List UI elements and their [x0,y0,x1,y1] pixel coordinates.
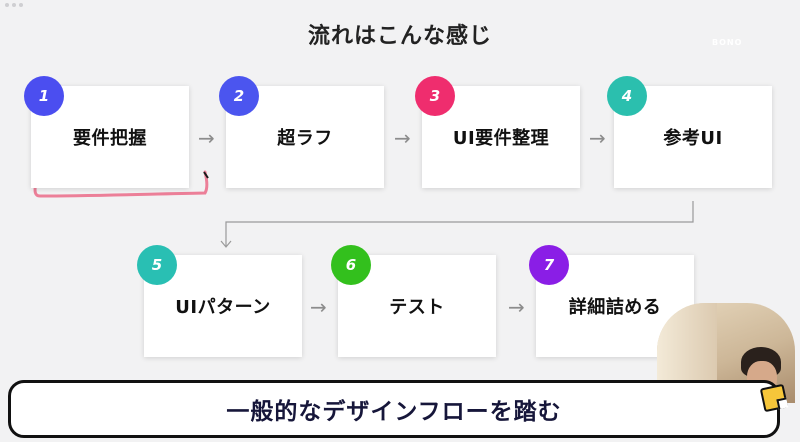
arrow-right-icon: → [394,126,411,150]
step-label: UI要件整理 [452,128,550,149]
arrow-right-icon: → [589,126,606,150]
folder-icon [759,383,789,413]
step-number-badge: 2 [219,76,259,116]
step-number-badge: 6 [331,245,371,285]
caption-text: 一般的なデザインフローを踏む [226,399,562,425]
step-label: テスト [389,297,445,318]
arrow-right-icon: → [198,126,215,150]
step-label: 要件把握 [73,128,147,149]
window-dot [5,3,9,7]
brand-logo: BONO [712,38,743,47]
step-label: 参考UI [663,128,723,149]
window-dot [12,3,16,7]
row-connector-line [225,201,694,246]
step-card-4[interactable]: 参考UI [614,86,772,188]
pen-cursor [203,171,209,179]
caption-box: 一般的なデザインフローを踏む [8,380,780,438]
row-connector-arrowhead [220,240,232,248]
window-controls [5,3,23,7]
step-label: 詳細詰める [568,297,662,318]
window-dot [19,3,23,7]
step-label: 超ラフ [277,128,333,149]
arrow-right-icon: → [508,295,525,319]
arrow-right-icon: → [310,295,327,319]
step-number-badge: 3 [415,76,455,116]
step-number-badge: 5 [137,245,177,285]
annotation-underline [33,170,209,198]
step-number-badge: 1 [24,76,64,116]
slide-title: 流れはこんな感じ [307,24,492,49]
step-number-badge: 7 [529,245,569,285]
step-label: UIパターン [175,297,271,318]
step-number-badge: 4 [607,76,647,116]
